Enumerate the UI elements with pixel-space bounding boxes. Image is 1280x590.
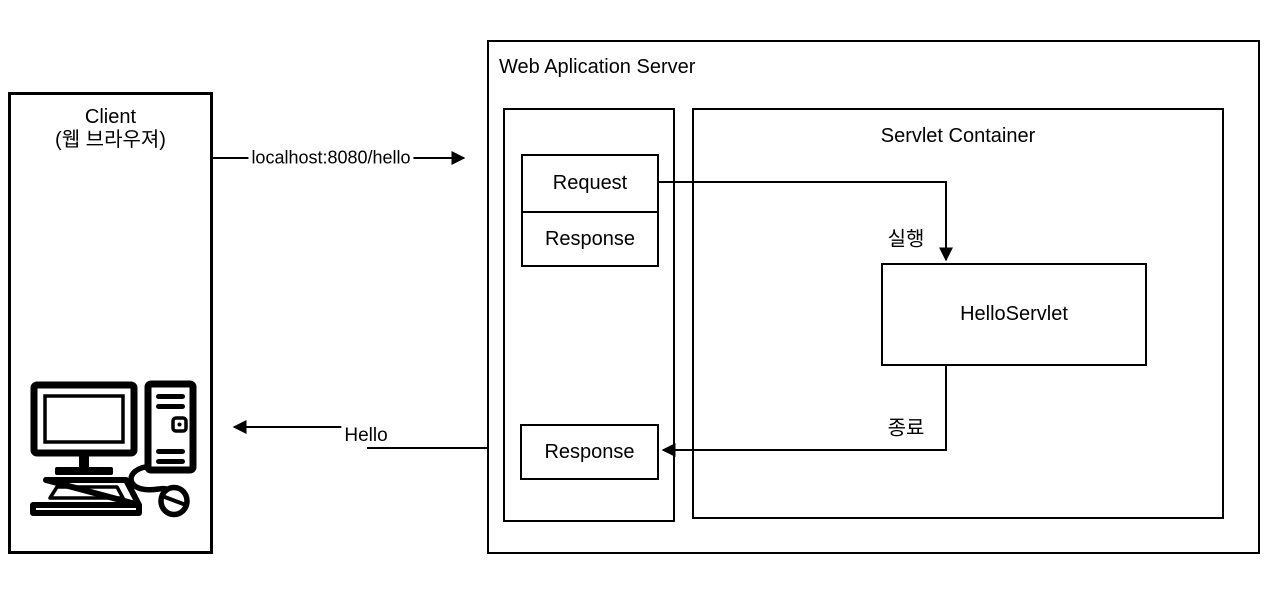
response-out-label: Response: [544, 440, 635, 463]
client-box: Client (웹 브라우져): [8, 92, 213, 554]
edge-label-hello: Hello: [341, 425, 391, 447]
request-cell: Request: [523, 156, 657, 211]
edge-label-execute: 실행: [884, 222, 928, 252]
request-label: Request: [552, 172, 628, 194]
request-response-divider: [523, 211, 657, 213]
client-title: Client: [84, 106, 137, 128]
servlet-container-title: Servlet Container: [880, 125, 1036, 147]
client-title-block: Client (웹 브라우져): [11, 95, 210, 152]
response-label: Response: [544, 227, 636, 250]
client-subtitle: (웹 브라우져): [55, 129, 166, 151]
hello-servlet-label: HelloServlet: [960, 303, 1068, 325]
hello-servlet-box: HelloServlet: [881, 263, 1147, 366]
response-out-box: Response: [520, 424, 659, 480]
edge-label-request-url: localhost:8080/hello: [248, 147, 414, 169]
response-cell: Response: [523, 213, 657, 265]
desktop-computer-icon-svg: [30, 380, 197, 518]
edge-label-terminate: 종료: [884, 411, 928, 441]
web-application-server-title: Web Aplication Server: [499, 56, 696, 78]
request-response-stack: Request Response: [521, 154, 659, 267]
